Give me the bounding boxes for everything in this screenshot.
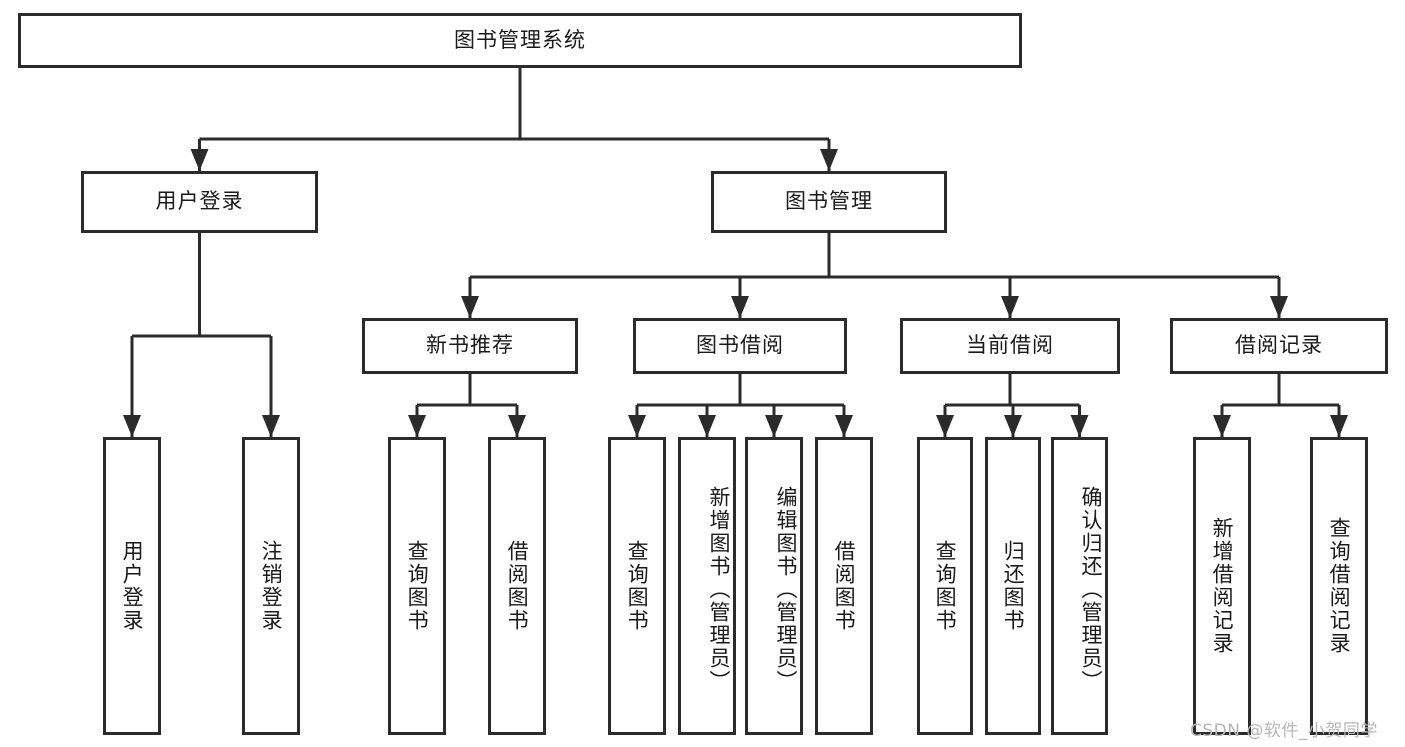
node-label: 用户登录 xyxy=(120,540,145,632)
connector-arrowhead xyxy=(1213,415,1231,437)
node-label: 借阅图书 xyxy=(832,540,857,632)
node-label: 查询图书 xyxy=(933,540,958,632)
connector-arrowhead xyxy=(123,415,141,437)
node-label: 查询图书 xyxy=(625,540,650,632)
node-leaf-add-borrow-record[interactable]: 新增借阅记录 xyxy=(1193,437,1251,735)
connector-arrowhead xyxy=(1004,415,1022,437)
node-label: 归还图书 xyxy=(1001,540,1026,632)
node-leaf-borrow-book-new[interactable]: 借阅图书 xyxy=(488,437,546,735)
connector-arrowhead xyxy=(820,149,838,171)
node-label: 新增图书（管理员） xyxy=(707,485,731,693)
node-leaf-add-book[interactable]: 新增图书（管理员） xyxy=(678,437,736,735)
connector-arrowhead xyxy=(461,296,479,318)
node-borrow-record[interactable]: 借阅记录 xyxy=(1170,318,1388,374)
connector-arrowhead xyxy=(1001,296,1019,318)
connector-arrowhead xyxy=(835,415,853,437)
node-new-book-recommend[interactable]: 新书推荐 xyxy=(362,318,578,374)
node-leaf-query-book-current[interactable]: 查询图书 xyxy=(917,437,973,735)
connector-arrowhead xyxy=(936,415,954,437)
node-leaf-edit-book[interactable]: 编辑图书（管理员） xyxy=(745,437,803,735)
connector-arrowhead xyxy=(262,415,280,437)
node-label: 图书管理 xyxy=(785,189,873,214)
connector-arrowhead xyxy=(508,415,526,437)
node-label: 注销登录 xyxy=(259,540,284,632)
node-label: 借阅记录 xyxy=(1235,333,1323,358)
node-leaf-return-book[interactable]: 归还图书 xyxy=(985,437,1041,735)
connector-arrowhead xyxy=(190,149,209,171)
node-user-login[interactable]: 用户登录 xyxy=(81,171,318,233)
node-book-borrow[interactable]: 图书借阅 xyxy=(633,318,847,374)
connector-arrowhead xyxy=(1070,415,1089,437)
connector-arrowhead xyxy=(698,415,716,437)
node-book-manage[interactable]: 图书管理 xyxy=(711,171,947,233)
node-leaf-borrow-book[interactable]: 借阅图书 xyxy=(815,437,873,735)
node-current-borrow[interactable]: 当前借阅 xyxy=(900,318,1120,374)
node-label: 新增借阅记录 xyxy=(1210,517,1235,655)
node-leaf-confirm-return[interactable]: 确认归还（管理员） xyxy=(1051,437,1108,735)
node-leaf-user-login[interactable]: 用户登录 xyxy=(103,437,161,735)
node-leaf-logout-login[interactable]: 注销登录 xyxy=(242,437,300,735)
connector-arrowhead xyxy=(628,415,646,437)
connector-arrowhead xyxy=(1270,296,1288,318)
node-label: 确认归还（管理员） xyxy=(1079,485,1103,693)
node-label: 编辑图书（管理员） xyxy=(774,485,798,693)
node-leaf-query-book-borrow[interactable]: 查询图书 xyxy=(608,437,666,735)
node-label: 借阅图书 xyxy=(505,540,530,632)
node-label: 用户登录 xyxy=(155,189,244,214)
csdn-watermark: CSDN @软件_小贺同学 xyxy=(1190,721,1378,741)
node-label: 查询图书 xyxy=(405,540,430,632)
connector-arrowhead xyxy=(1330,415,1348,437)
node-label: 图书借阅 xyxy=(696,333,784,358)
node-label: 查询借阅记录 xyxy=(1327,517,1352,655)
connector-arrowhead xyxy=(731,296,749,318)
node-label: 当前借阅 xyxy=(966,333,1054,358)
node-leaf-query-borrow-record[interactable]: 查询借阅记录 xyxy=(1310,437,1368,735)
node-root[interactable]: 图书管理系统 xyxy=(18,13,1022,68)
node-leaf-query-book-new[interactable]: 查询图书 xyxy=(388,437,446,735)
connector-arrowhead xyxy=(408,415,426,437)
node-label: 新书推荐 xyxy=(426,333,514,358)
connector-arrowhead xyxy=(765,415,783,437)
node-label: 图书管理系统 xyxy=(454,27,586,52)
